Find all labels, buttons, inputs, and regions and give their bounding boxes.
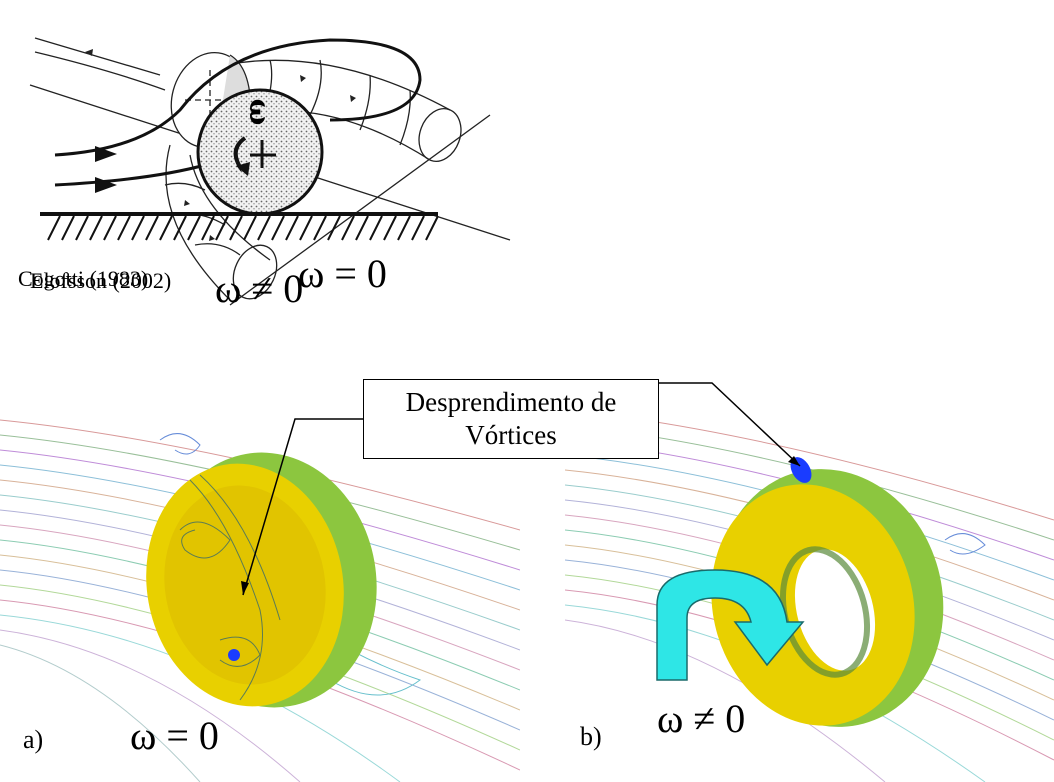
panel-letter-a: a) — [23, 725, 44, 754]
cfd-streamlines-b — [565, 409, 1054, 782]
omega-nonzero-label: ω ≠ 0 — [215, 266, 304, 311]
omega-zero-label-a: ω = 0 — [130, 713, 219, 758]
cfd-panel-b: b) ω ≠ 0 — [565, 360, 1054, 782]
streamline — [34, 37, 161, 76]
callout-line2: Vórtices — [465, 420, 557, 450]
omega-nonzero-label-b: ω ≠ 0 — [657, 696, 746, 741]
tube-twist — [264, 59, 411, 146]
vortex-core — [228, 649, 240, 661]
cogotti-sketch-panel: ω Cogotti (1983) ω ≠ 0 — [0, 0, 460, 330]
vortex-tube-edge — [165, 144, 231, 301]
sketch-line — [229, 114, 491, 306]
ground-hatch — [47, 215, 439, 241]
vortex-tube-edge — [224, 59, 451, 111]
omega-zero-label: ω = 0 — [298, 251, 387, 296]
wheel-center — [250, 140, 276, 168]
cogotti-citation: Cogotti (1983) — [18, 266, 149, 291]
streamline — [54, 163, 206, 187]
streamline — [54, 38, 422, 157]
callout-line1: Desprendimento de — [405, 387, 617, 417]
rotation-arrowhead — [236, 162, 250, 176]
vortex-tube-end — [232, 244, 278, 300]
flow-arrowhead — [95, 177, 117, 193]
panel-letter-b: b) — [580, 722, 602, 751]
wheel-omega-symbol: ω — [243, 99, 276, 126]
vortex-tube-end — [418, 108, 462, 162]
streamline — [34, 51, 166, 91]
cogotti-sketch: ω — [40, 38, 439, 241]
vortex-callout-box: Desprendimento de Vórtices — [363, 379, 659, 459]
elofsson-citation: Elofsson (2002) — [30, 268, 172, 293]
flow-arrowhead — [95, 146, 117, 162]
rotation-arrow — [656, 569, 805, 681]
